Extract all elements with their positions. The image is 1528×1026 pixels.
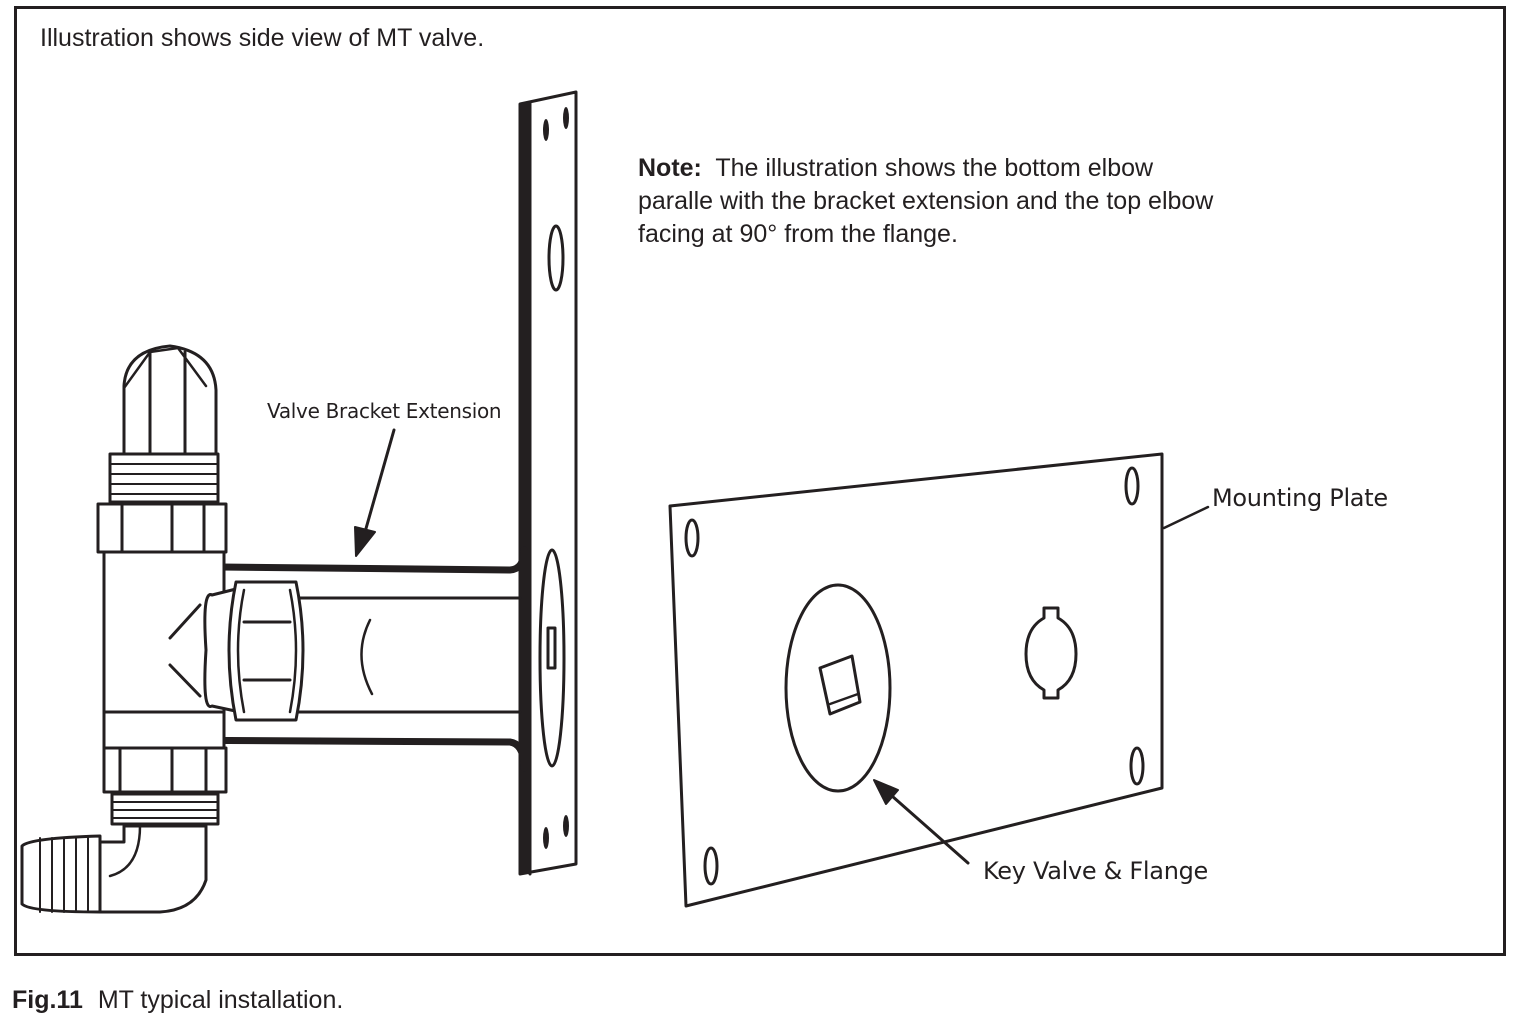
valve-bracket-extension-label: Valve Bracket Extension [267,399,502,423]
callout-leaders [354,428,1210,865]
caption-text: MT typical installation. [97,986,344,1014]
key-valve-flange-label: Key Valve & Flange [983,857,1209,885]
keyhole-cutout [1024,606,1078,700]
figure-header-text: Illustration shows side view of MT valve… [40,24,485,52]
mounting-plate [668,452,1164,908]
figure-frame [14,6,1506,956]
note-label: Note: [638,154,702,182]
bracket-flange [518,90,578,876]
mounting-plate-label: Mounting Plate [1212,484,1388,512]
figure-number: Fig.11 [12,986,83,1014]
installation-note: Note: The illustration shows the bottom … [638,152,1218,251]
valve-body [102,550,305,750]
top-elbow-fitting [96,344,228,554]
figure-caption: Fig.11 MT typical installation. [12,986,343,1015]
bottom-elbow-fitting [20,746,228,914]
note-text: The illustration shows the bottom elbow … [638,154,1214,248]
key-valve-flange [784,583,892,793]
valve-bracket-extension [120,546,528,772]
